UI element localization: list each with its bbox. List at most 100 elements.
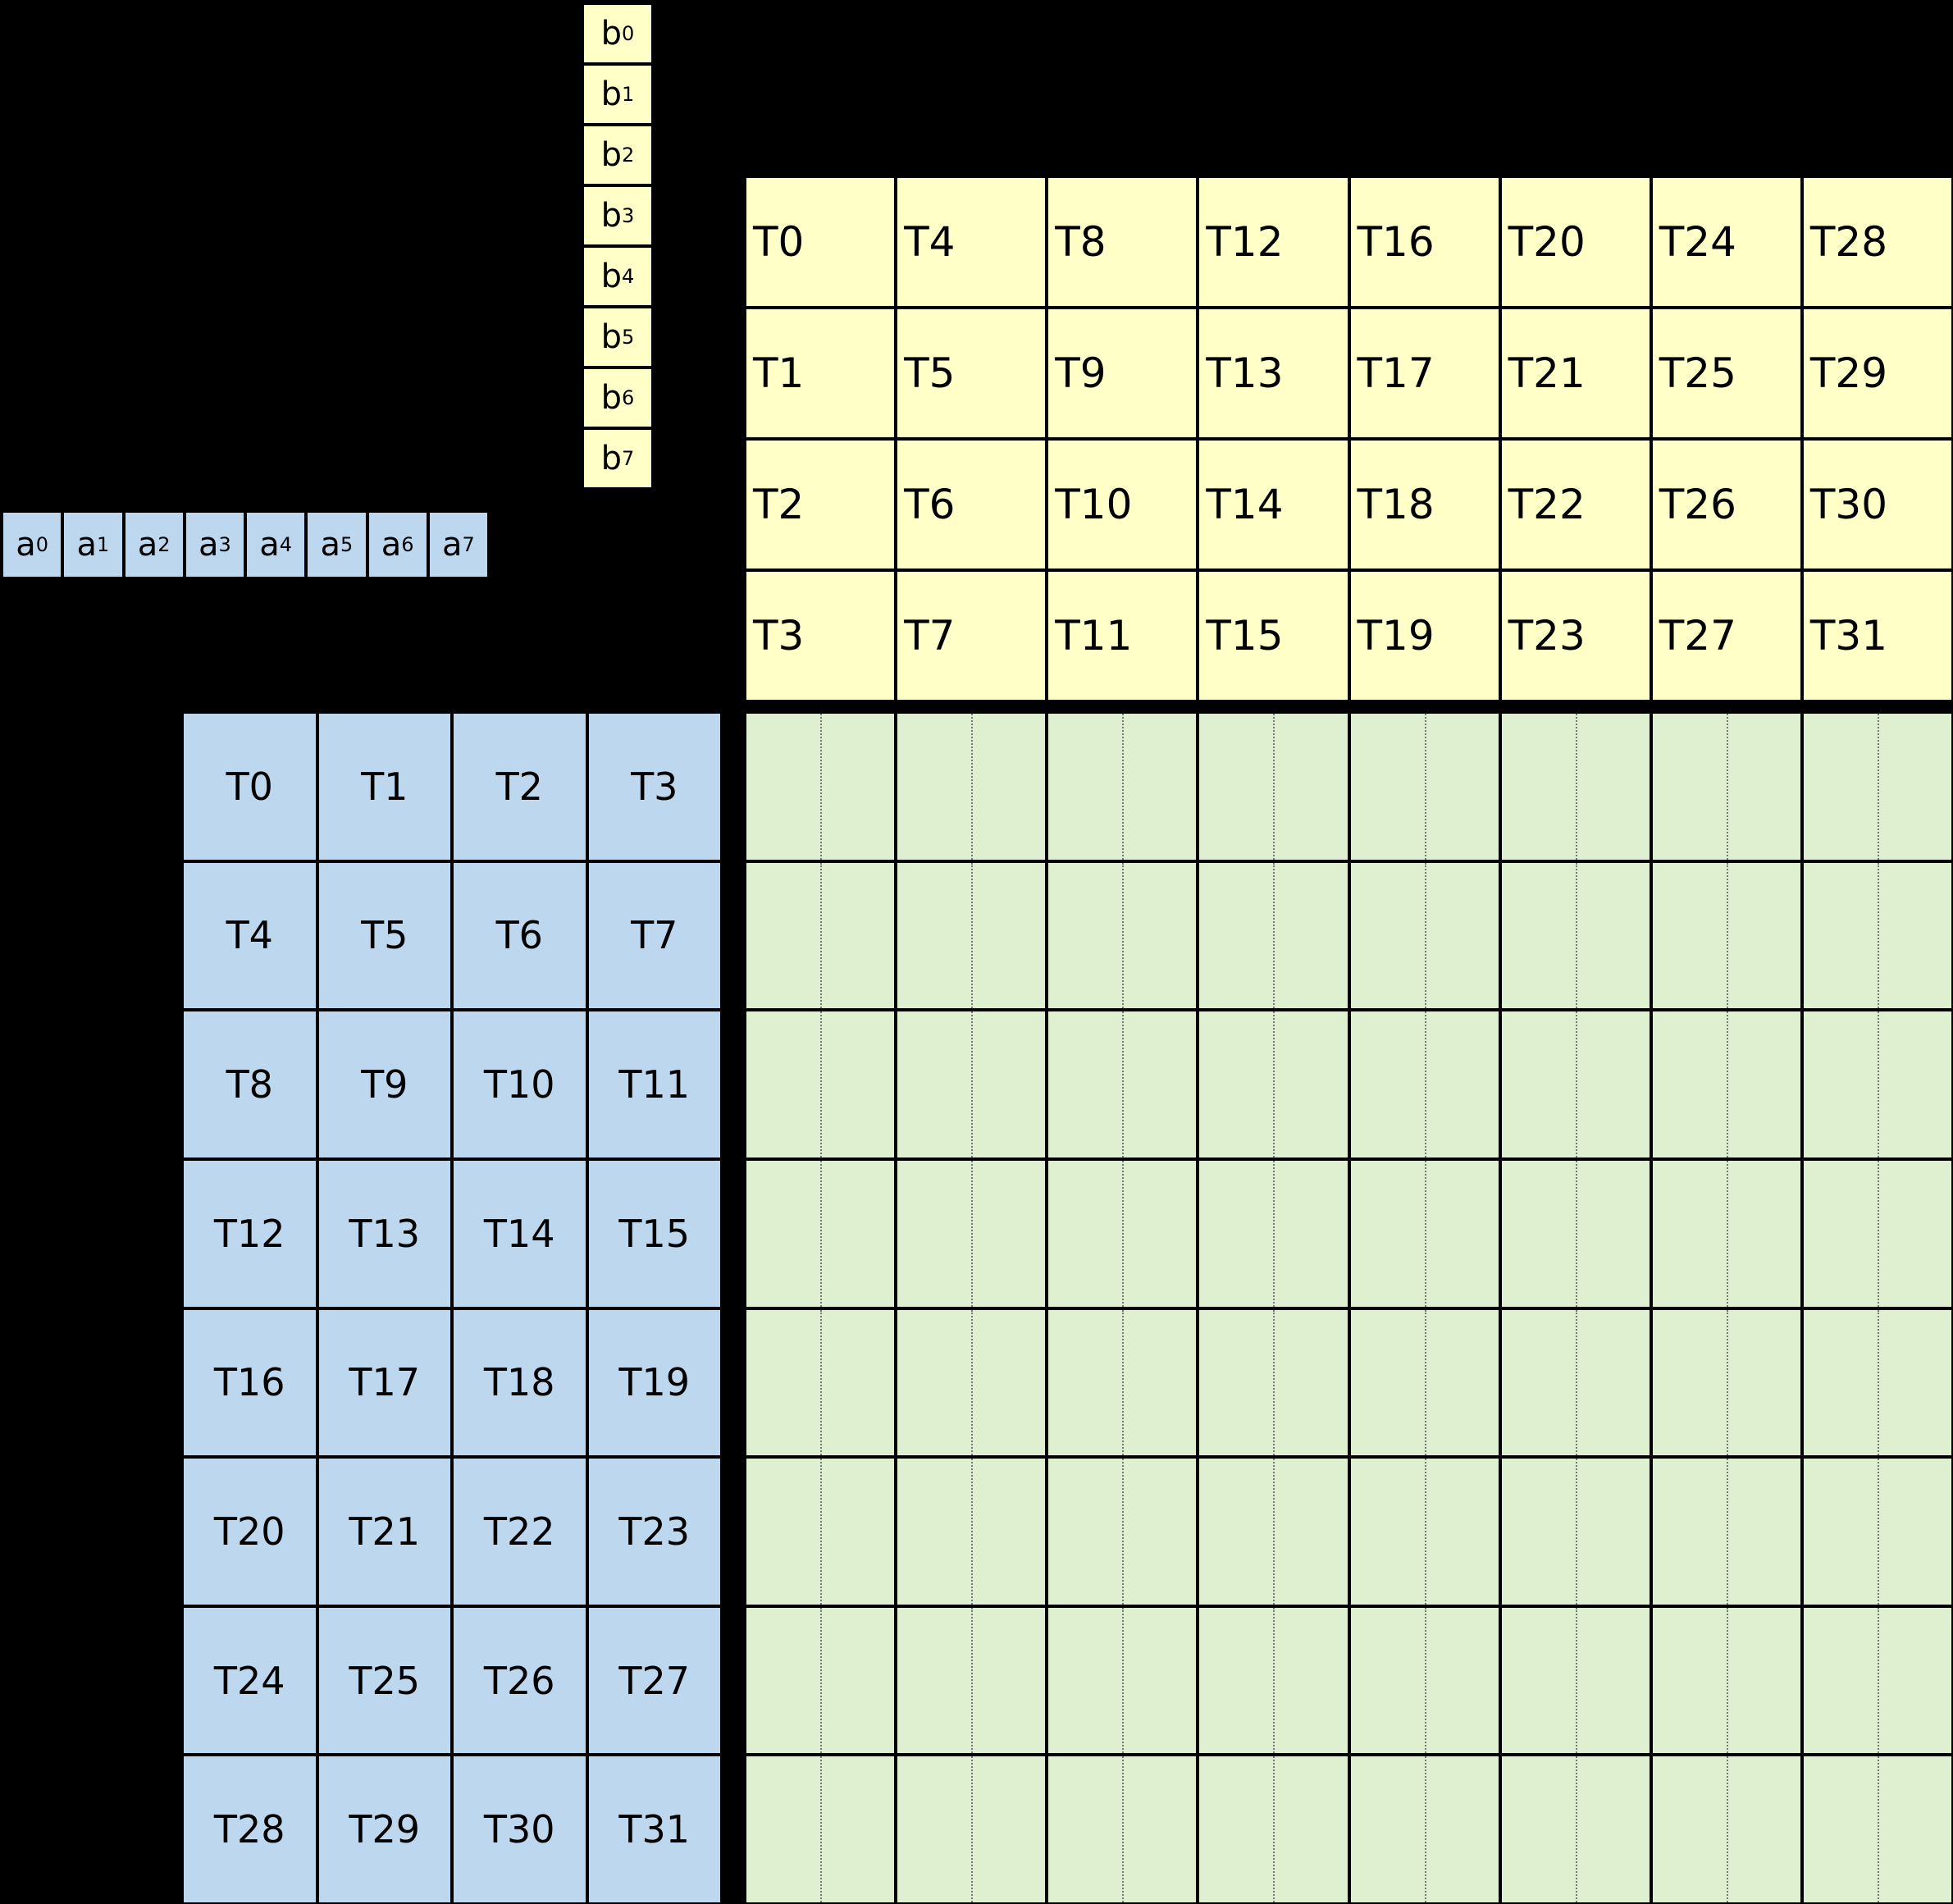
- output-cell: [1499, 712, 1651, 861]
- output-cell: [1801, 1755, 1953, 1904]
- half-cell-divider: [1575, 1607, 1577, 1754]
- half-cell-divider: [820, 862, 823, 1009]
- output-cell: [1198, 1308, 1349, 1458]
- output-cell: [1801, 1158, 1953, 1308]
- half-cell-divider: [1273, 714, 1275, 860]
- half-cell-divider: [971, 1011, 974, 1157]
- element-symbol: b: [600, 379, 623, 417]
- thread-cell: T22: [1499, 439, 1651, 570]
- thread-cell: T5: [317, 861, 452, 1011]
- element-symbol: b: [600, 75, 623, 113]
- half-cell-divider: [820, 1459, 823, 1605]
- half-cell-divider: [1877, 1756, 1879, 1902]
- output-cell: [1650, 1457, 1802, 1606]
- half-cell-divider: [971, 714, 974, 860]
- output-cell: [1047, 861, 1198, 1011]
- output-cell: [896, 1308, 1047, 1458]
- half-cell-divider: [820, 1309, 823, 1456]
- output-cell: [1047, 712, 1198, 861]
- half-cell-divider: [1877, 862, 1879, 1009]
- half-cell-divider: [1726, 1160, 1728, 1307]
- output-cell: [1047, 1457, 1198, 1606]
- element-symbol: a: [16, 526, 36, 564]
- thread-cell: T28: [1801, 176, 1953, 308]
- half-cell-divider: [1726, 1459, 1728, 1605]
- half-cell-divider: [971, 1160, 974, 1307]
- half-cell-divider: [1122, 1011, 1125, 1157]
- thread-cell: T21: [317, 1457, 452, 1606]
- thread-cell: T22: [452, 1457, 587, 1606]
- half-cell-divider: [820, 1756, 823, 1902]
- half-cell-divider: [1726, 1011, 1728, 1157]
- half-cell-divider: [820, 1607, 823, 1754]
- output-cell: [1348, 861, 1500, 1011]
- half-cell-divider: [1877, 1309, 1879, 1456]
- thread-cell: T6: [452, 861, 587, 1011]
- thread-cell: T20: [182, 1457, 317, 1606]
- half-cell-divider: [1575, 1309, 1577, 1456]
- output-cell: [1499, 1755, 1651, 1904]
- thread-cell: T12: [182, 1158, 317, 1308]
- output-cell: [896, 712, 1047, 861]
- output-cell: [1047, 1605, 1198, 1756]
- half-cell-divider: [971, 1756, 974, 1902]
- output-cell: [1499, 1010, 1651, 1159]
- half-cell-divider: [1877, 1160, 1879, 1307]
- thread-cell: T24: [182, 1605, 317, 1756]
- element-symbol: b: [600, 136, 623, 174]
- thread-cell: T1: [317, 712, 452, 861]
- half-cell-divider: [1122, 714, 1125, 860]
- thread-cell: T25: [317, 1605, 452, 1756]
- thread-cell: T23: [1499, 570, 1651, 701]
- half-cell-divider: [1424, 1160, 1426, 1307]
- thread-cell: T28: [182, 1755, 317, 1904]
- thread-cell: T13: [317, 1158, 452, 1308]
- element-symbol: b: [600, 318, 623, 356]
- half-cell-divider: [820, 1160, 823, 1307]
- thread-cell: T16: [1348, 176, 1500, 308]
- thread-cell: T10: [452, 1010, 587, 1159]
- element-symbol: a: [259, 526, 280, 564]
- thread-cell: T15: [586, 1158, 722, 1308]
- output-cell: [1801, 1010, 1953, 1159]
- thread-cell: T17: [1348, 308, 1500, 439]
- half-cell-divider: [971, 1607, 974, 1754]
- element-symbol: a: [320, 526, 340, 564]
- output-cell: [1650, 1308, 1802, 1458]
- output-cell: [896, 1010, 1047, 1159]
- thread-cell: T2: [452, 712, 587, 861]
- thread-cell: T3: [745, 570, 897, 701]
- half-cell-divider: [1877, 1459, 1879, 1605]
- thread-cell: T4: [896, 176, 1047, 308]
- half-cell-divider: [1273, 1160, 1275, 1307]
- half-cell-divider: [1273, 862, 1275, 1009]
- thread-cell: T13: [1198, 308, 1349, 439]
- output-cell: [1801, 1308, 1953, 1458]
- output-cell: [1348, 1308, 1500, 1458]
- thread-cell: T21: [1499, 308, 1651, 439]
- output-cell: [745, 1010, 897, 1159]
- half-cell-divider: [1122, 1309, 1125, 1456]
- half-cell-divider: [1726, 1309, 1728, 1456]
- half-cell-divider: [1877, 1011, 1879, 1157]
- thread-cell: T29: [1801, 308, 1953, 439]
- thread-cell: T7: [896, 570, 1047, 701]
- half-cell-divider: [1122, 1160, 1125, 1307]
- thread-cell: T26: [452, 1605, 587, 1756]
- half-cell-divider: [1424, 1756, 1426, 1902]
- thread-cell: T5: [896, 308, 1047, 439]
- output-cell: [1650, 1755, 1802, 1904]
- output-cell: [1650, 712, 1802, 861]
- output-cell: [1198, 861, 1349, 1011]
- output-cell: [1348, 1605, 1500, 1756]
- thread-cell: T20: [1499, 176, 1651, 308]
- output-cell: [1650, 1605, 1802, 1756]
- half-cell-divider: [1575, 862, 1577, 1009]
